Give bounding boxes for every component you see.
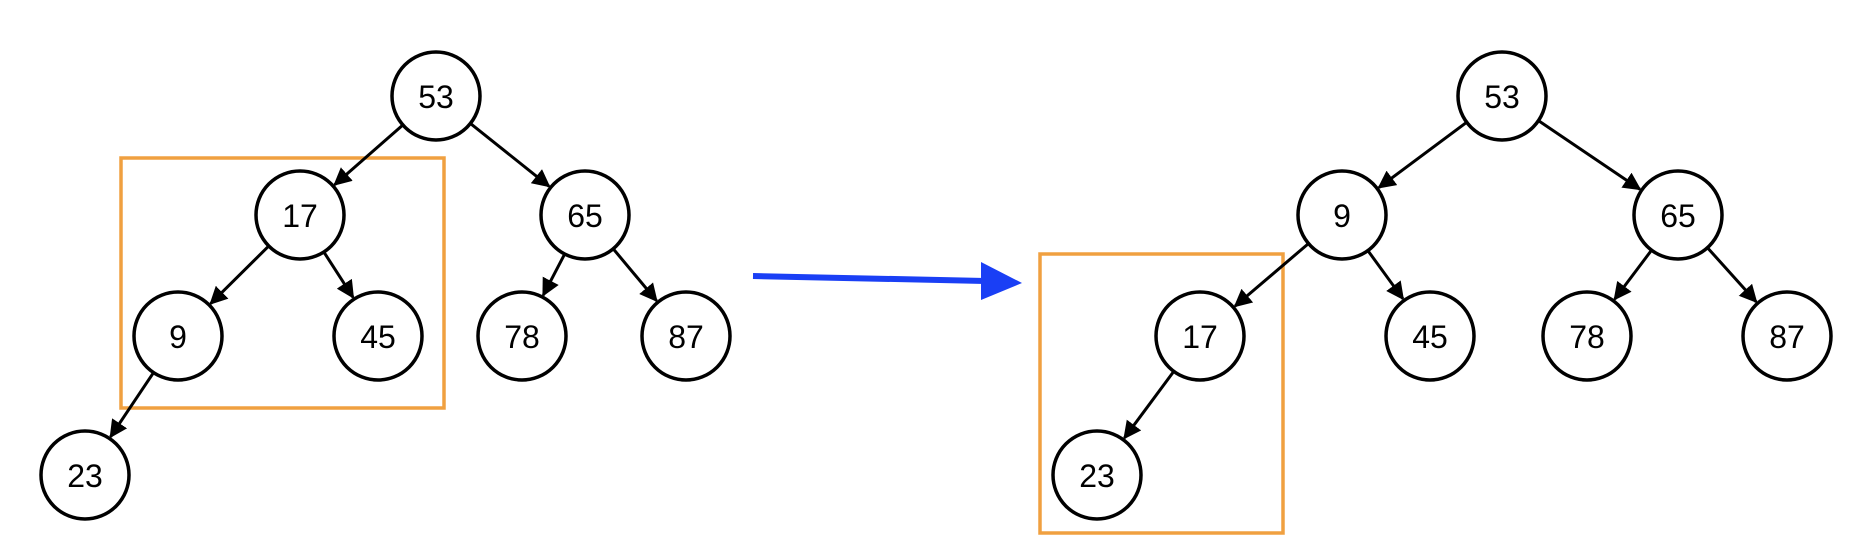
before-node-label: 45 bbox=[360, 319, 396, 355]
before-node-87: 87 bbox=[640, 290, 732, 382]
after-node-circle bbox=[1741, 290, 1833, 382]
before-edge-b65-b87 bbox=[610, 246, 658, 303]
after-node-label: 17 bbox=[1182, 319, 1218, 355]
after-edge-a65-a87 bbox=[1704, 245, 1758, 304]
after-edge-a17-a23 bbox=[1123, 368, 1177, 440]
before-node-label: 23 bbox=[67, 458, 103, 494]
before-node-circle bbox=[476, 290, 568, 382]
before-node-9: 9 bbox=[132, 290, 224, 382]
after-edge-a9-a45 bbox=[1365, 248, 1405, 301]
after-node-circle bbox=[1154, 290, 1246, 382]
after-node-label: 45 bbox=[1412, 319, 1448, 355]
edges-layer bbox=[109, 118, 1758, 440]
after-node-17: 17 bbox=[1154, 290, 1246, 382]
before-node-circle bbox=[332, 290, 424, 382]
before-edge-b17-b45 bbox=[321, 249, 355, 299]
before-node-17: 17 bbox=[254, 169, 346, 261]
before-node-label: 9 bbox=[169, 319, 187, 355]
before-node-circle bbox=[39, 429, 131, 521]
after-node-45: 45 bbox=[1384, 290, 1476, 382]
before-node-label: 87 bbox=[668, 319, 704, 355]
before-node-label: 53 bbox=[418, 79, 454, 115]
nodes-layer: 53 17 65 9 45 78 87 23 53 9 65 17 45 78 87 23 bbox=[39, 50, 1833, 521]
after-edge-a9-a17 bbox=[1233, 241, 1312, 308]
after-node-65: 65 bbox=[1632, 169, 1724, 261]
before-edge-b9-b23 bbox=[109, 370, 156, 439]
before-edge-b53-b17 bbox=[333, 122, 406, 186]
after-node-87: 87 bbox=[1741, 290, 1833, 382]
before-edge-b65-b78 bbox=[541, 251, 567, 297]
before-node-23: 23 bbox=[39, 429, 131, 521]
before-node-label: 78 bbox=[504, 319, 540, 355]
after-node-label: 23 bbox=[1079, 458, 1115, 494]
before-node-78: 78 bbox=[476, 290, 568, 382]
before-edge-b53-b65 bbox=[467, 121, 551, 188]
after-node-label: 53 bbox=[1484, 79, 1520, 115]
after-node-label: 87 bbox=[1769, 319, 1805, 355]
before-edge-b17-b9 bbox=[209, 243, 272, 305]
after-node-circle bbox=[1456, 50, 1548, 142]
after-node-circle bbox=[1051, 429, 1143, 521]
before-node-circle bbox=[254, 169, 346, 261]
after-node-23: 23 bbox=[1051, 429, 1143, 521]
after-node-78: 78 bbox=[1541, 290, 1633, 382]
before-node-circle bbox=[132, 290, 224, 382]
before-node-label: 65 bbox=[567, 198, 603, 234]
after-node-9: 9 bbox=[1296, 169, 1388, 261]
after-edge-a65-a78 bbox=[1613, 247, 1654, 301]
before-node-circle bbox=[539, 169, 631, 261]
after-edge-a53-a65 bbox=[1535, 118, 1642, 191]
transition-arrow bbox=[752, 262, 1022, 300]
after-node-circle bbox=[1632, 169, 1724, 261]
after-node-53: 53 bbox=[1456, 50, 1548, 142]
before-highlight-box bbox=[119, 156, 446, 410]
after-node-circle bbox=[1541, 290, 1633, 382]
before-node-circle bbox=[390, 50, 482, 142]
after-node-label: 78 bbox=[1569, 319, 1605, 355]
before-node-53: 53 bbox=[390, 50, 482, 142]
after-edge-a53-a9 bbox=[1377, 119, 1470, 189]
after-node-circle bbox=[1384, 290, 1476, 382]
before-node-65: 65 bbox=[539, 169, 631, 261]
after-node-circle bbox=[1296, 169, 1388, 261]
before-node-circle bbox=[640, 290, 732, 382]
after-node-label: 9 bbox=[1333, 198, 1351, 234]
after-node-label: 65 bbox=[1660, 198, 1696, 234]
before-node-45: 45 bbox=[332, 290, 424, 382]
after-highlight-box bbox=[1038, 252, 1285, 535]
before-node-label: 17 bbox=[282, 198, 318, 234]
